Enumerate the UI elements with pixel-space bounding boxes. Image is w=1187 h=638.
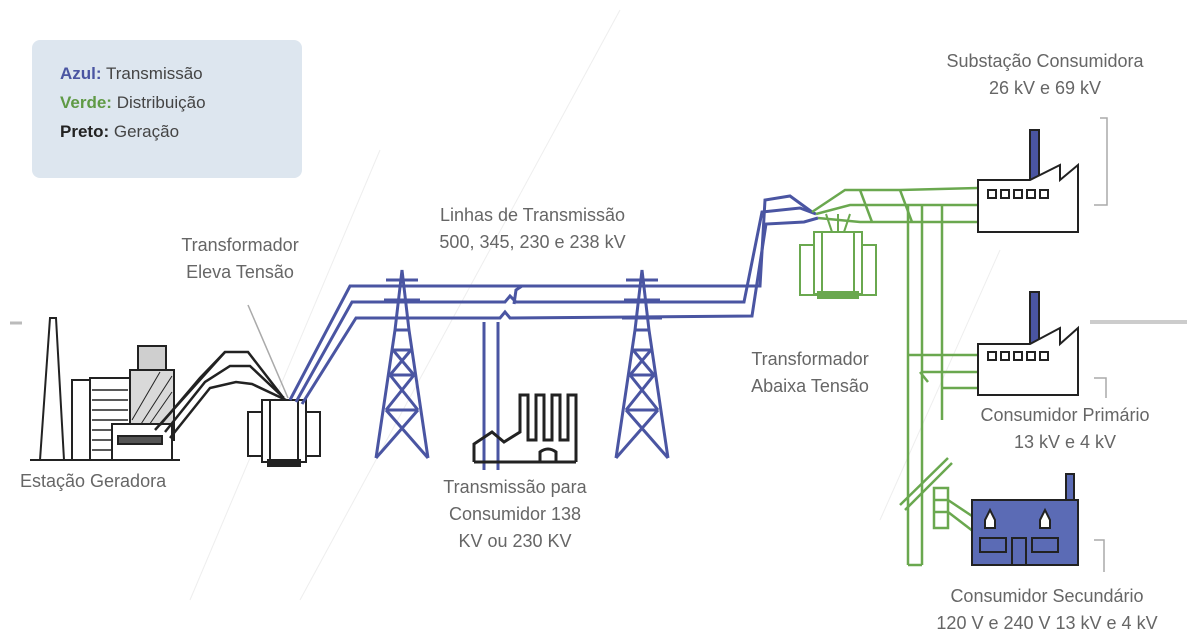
label-transmission-customer: Transmissão para Consumidor 138 KV ou 23…	[420, 474, 610, 555]
generating-station-text: Estação Geradora	[20, 471, 167, 491]
step-up-transformer-icon	[247, 399, 321, 467]
secondary-consumer-house-icon	[971, 473, 1079, 566]
legend-generation: Preto: Geração	[60, 122, 179, 142]
label-primary-consumer: Consumidor Primário 13 kV e 4 kV	[950, 402, 1180, 456]
label-secondary-consumer: Consumidor Secundário 120 V e 240 V 13 k…	[912, 583, 1182, 637]
step-down-line1: Transformador	[751, 349, 869, 369]
substation-line2: 26 kV e 69 kV	[988, 78, 1102, 98]
generating-station-icon	[30, 317, 180, 461]
label-step-up-transformer: Transformador Eleva Tensão	[150, 232, 330, 286]
substation-line1: Substação Consumidora	[946, 51, 1144, 71]
label-substation: Substação Consumidora 26 kV e 69 kV	[915, 48, 1175, 102]
transmission-customer-line1: Transmissão para	[443, 477, 587, 497]
legend-transmission: Azul: Transmissão	[60, 64, 203, 84]
secondary-line2: 120 V e 240 V 13 kV e 4 kV	[936, 613, 1158, 633]
label-step-down-transformer: Transformador Abaixa Tensão	[720, 346, 900, 400]
secondary-leader	[1094, 539, 1105, 572]
primary-consumer-building-icon	[977, 291, 1079, 396]
transmission-lines-line1: Linhas de Transmissão	[439, 205, 626, 225]
primary-line1: Consumidor Primário	[980, 405, 1150, 425]
generation-lines	[154, 350, 287, 439]
legend-distribution: Verde: Distribuição	[60, 93, 206, 113]
primary-line2: 13 kV e 4 kV	[1013, 432, 1117, 452]
legend-green-text: Distribuição	[111, 93, 206, 112]
substation-building-icon	[977, 129, 1079, 233]
legend-blue-text: Transmissão	[101, 64, 203, 83]
step-down-line2: Abaixa Tensão	[751, 376, 869, 396]
transmission-tower-1-icon	[374, 269, 430, 459]
legend-black-key: Preto:	[60, 122, 110, 141]
legend-black-text: Geração	[109, 122, 180, 141]
step-up-line1: Transformador	[181, 235, 299, 255]
step-up-line2: Eleva Tensão	[186, 262, 294, 282]
legend-green-key: Verde:	[60, 93, 112, 112]
secondary-line1: Consumidor Secundário	[950, 586, 1144, 606]
label-transmission-lines: Linhas de Transmissão 500, 345, 230 e 23…	[400, 202, 665, 256]
step-up-leader	[247, 304, 289, 399]
transmission-customer-line2: Consumidor 138	[448, 504, 582, 524]
primary-leader	[1094, 377, 1107, 398]
transmission-customer-factory-icon	[472, 393, 578, 464]
transmission-customer-line3: KV ou 230 KV	[458, 531, 572, 551]
legend-blue-key: Azul:	[60, 64, 102, 83]
transmission-lines-line2: 500, 345, 230 e 238 kV	[439, 232, 626, 252]
transmission-tower-2-icon	[614, 269, 670, 459]
substation-leader	[1094, 117, 1108, 206]
step-down-transformer-icon	[799, 213, 877, 299]
label-generating-station: Estação Geradora	[20, 468, 220, 495]
legend: Azul: Transmissão Verde: Distribuição Pr…	[32, 40, 302, 178]
background-decoration	[189, 9, 1001, 601]
